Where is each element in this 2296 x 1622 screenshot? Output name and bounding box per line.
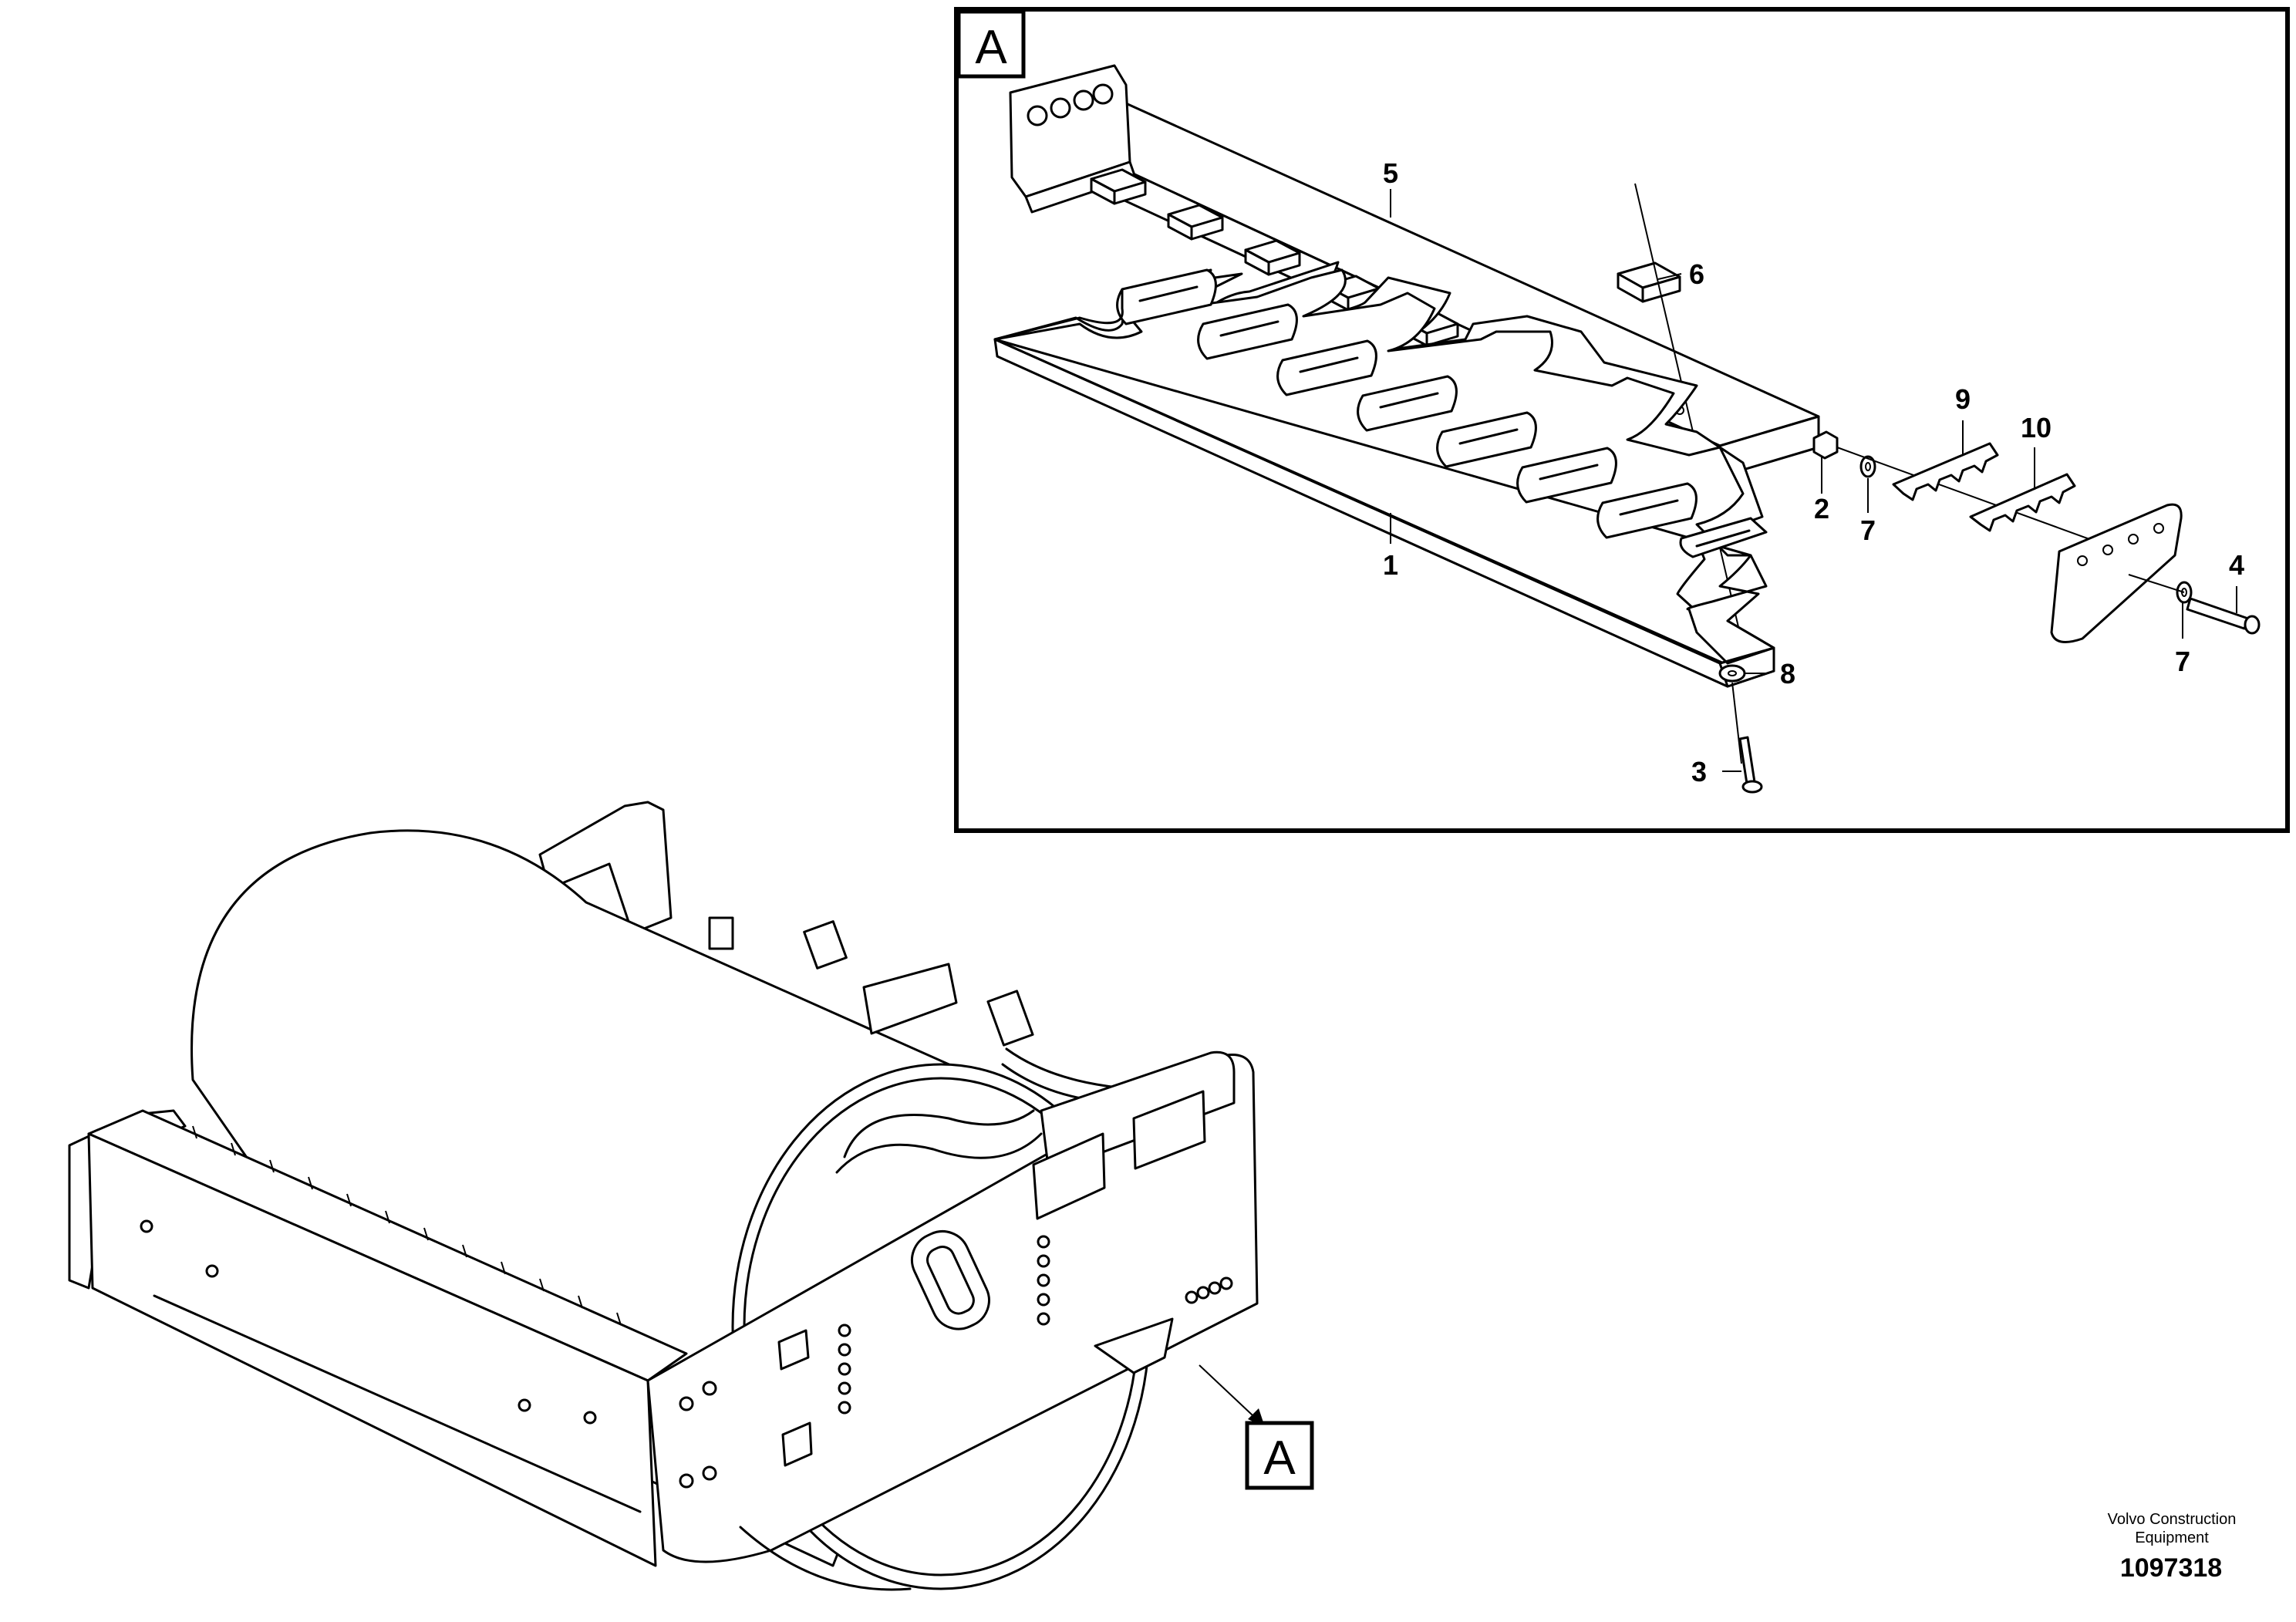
leader-lines bbox=[1390, 189, 2237, 772]
footer: Volvo Construction Equipment 1097318 bbox=[2108, 1511, 2237, 1583]
callout-3: 3 bbox=[1691, 756, 1707, 787]
callout-2: 2 bbox=[1814, 493, 1829, 524]
scraper-blade bbox=[993, 261, 1775, 688]
side-hardware bbox=[1812, 430, 2261, 643]
overview-letter-box bbox=[1245, 1421, 1314, 1490]
detail-letter: A bbox=[975, 21, 1007, 74]
callout-4: 4 bbox=[2229, 549, 2244, 581]
horizontal-bolt bbox=[2186, 597, 2261, 635]
callouts: 5 6 1 2 7 9 10 4 7 8 3 bbox=[1383, 157, 2244, 787]
bottom-hardware bbox=[1718, 664, 1763, 794]
detail-letter-box bbox=[956, 9, 1026, 79]
overview-letter: A bbox=[1263, 1431, 1296, 1485]
clamp-block-loose bbox=[1617, 261, 1681, 303]
brand-line-2: Equipment bbox=[2135, 1529, 2209, 1546]
callout-8: 8 bbox=[1780, 658, 1795, 690]
vertical-bolt bbox=[1738, 736, 1763, 794]
overview-view-marker: A bbox=[1199, 1364, 1314, 1490]
callout-10: 10 bbox=[2021, 412, 2052, 443]
front-frame bbox=[68, 1109, 688, 1567]
shim-10 bbox=[1969, 473, 2076, 532]
washer-bottom bbox=[1718, 664, 1746, 683]
callout-7-left: 7 bbox=[1860, 514, 1876, 546]
side-plate bbox=[646, 1050, 1259, 1591]
callout-1: 1 bbox=[1383, 549, 1398, 581]
front-beam-face bbox=[87, 1132, 657, 1567]
callout-7-right: 7 bbox=[2175, 646, 2190, 677]
drum-assembly bbox=[68, 801, 1259, 1591]
detail-view-a: A bbox=[954, 7, 2290, 833]
brand-line-1: Volvo Construction bbox=[2108, 1511, 2237, 1528]
shim-9 bbox=[1892, 442, 1999, 501]
end-plate bbox=[2050, 503, 2183, 643]
callout-9: 9 bbox=[1955, 383, 1971, 415]
blade-slots bbox=[1116, 268, 1768, 558]
nut bbox=[1812, 430, 1839, 460]
doc-number: 1097318 bbox=[2120, 1553, 2222, 1583]
washer-left bbox=[1859, 455, 1876, 478]
detail-frame bbox=[954, 7, 2290, 833]
end-bracket-bolts bbox=[1027, 83, 1114, 126]
callout-6: 6 bbox=[1689, 258, 1704, 290]
callout-5: 5 bbox=[1383, 157, 1398, 189]
